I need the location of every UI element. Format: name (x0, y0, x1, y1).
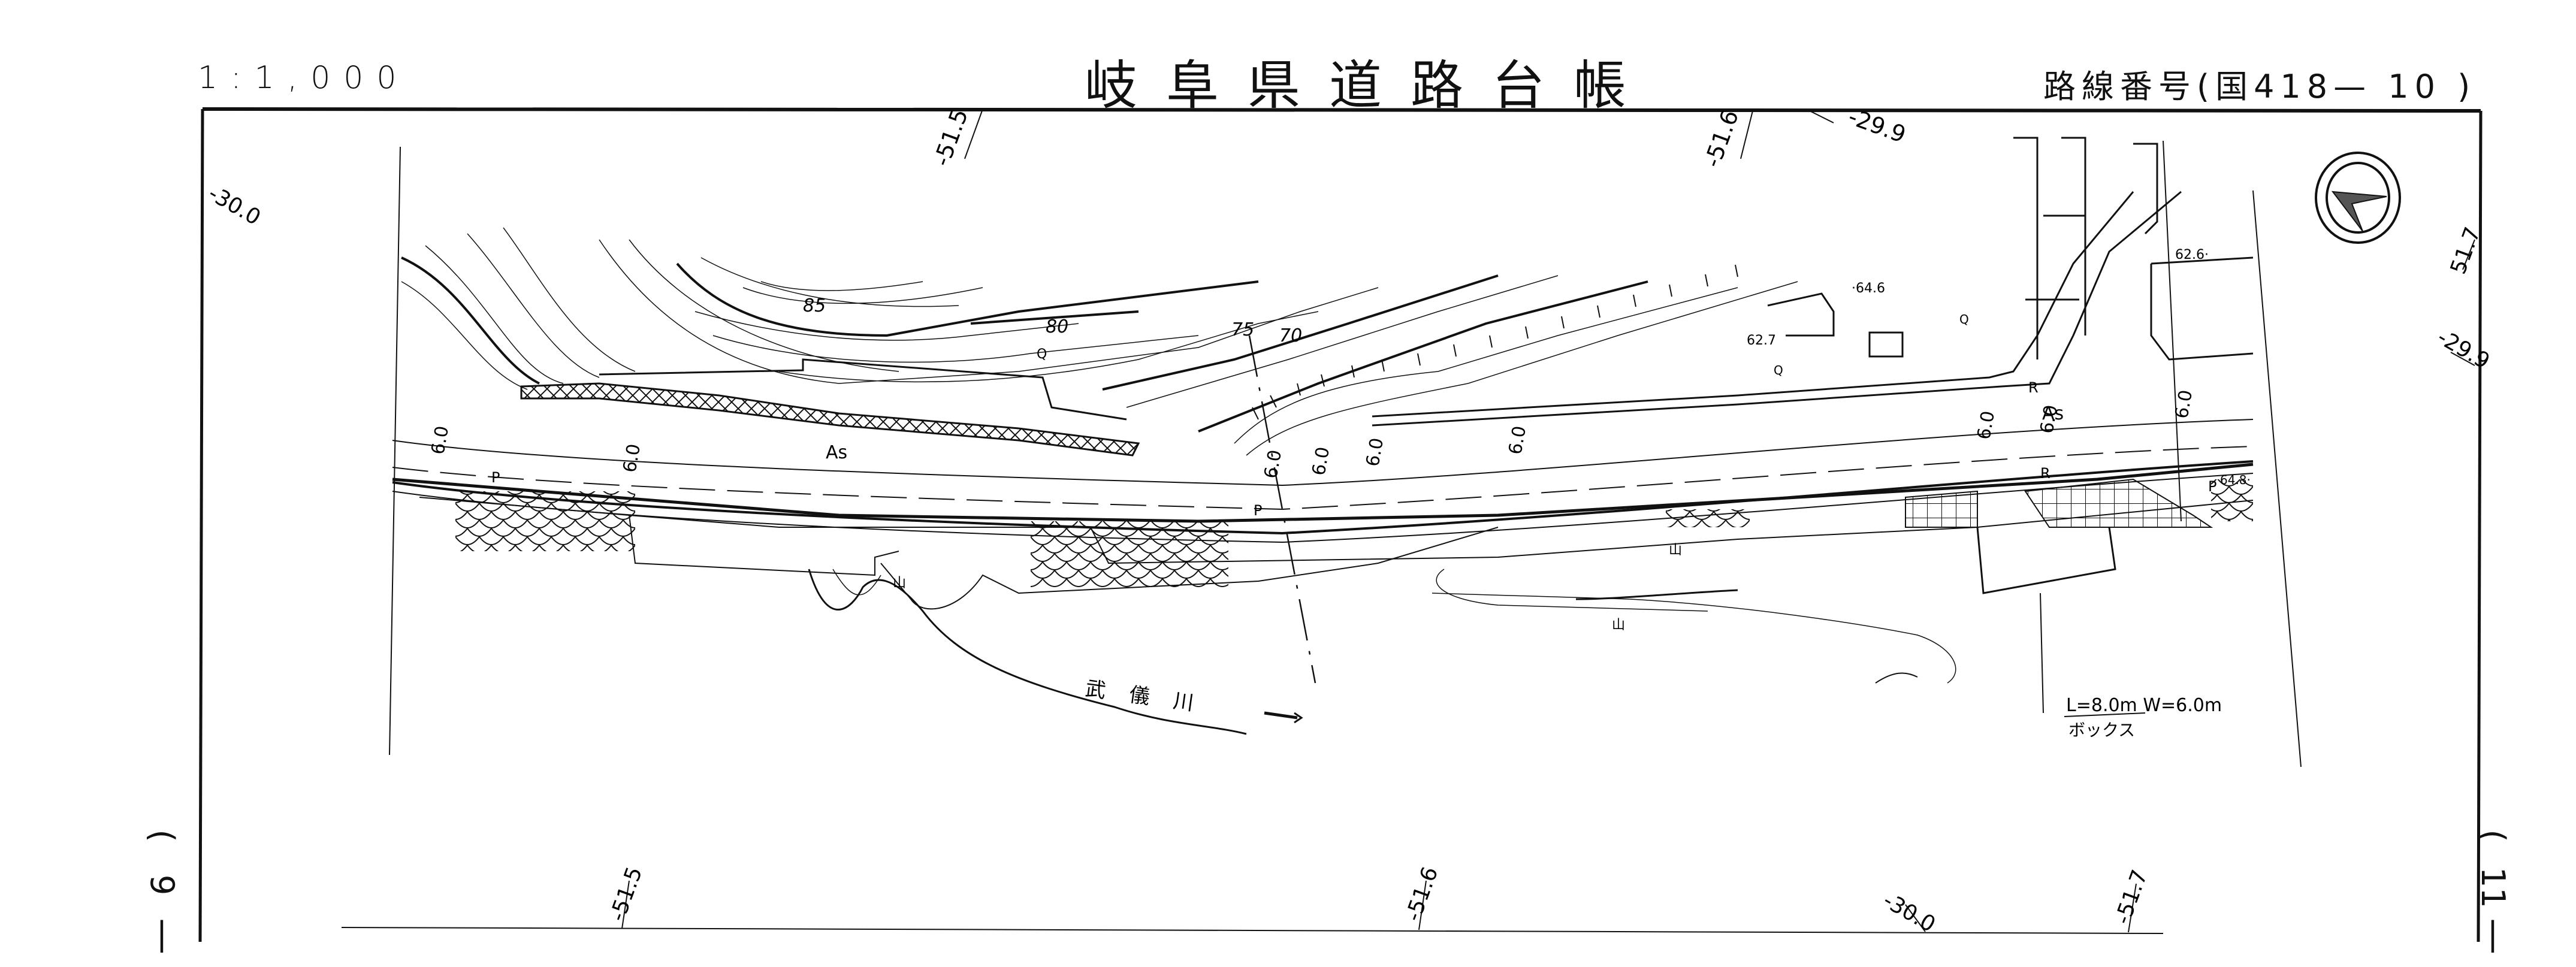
grid-label-top-left: -30.0 (204, 181, 265, 230)
width-label: 6.0 (1973, 409, 1999, 441)
north-arrow-icon (2315, 152, 2401, 244)
curve-label-r1: R (2028, 379, 2039, 396)
width-label: 6.0 (2036, 403, 2062, 435)
tree-symbol: Q (1959, 312, 1969, 327)
culvert-type: ボックス (2068, 720, 2135, 740)
pavement-label-p2: P (1254, 502, 1262, 519)
pavement-label-p1: P (491, 469, 500, 486)
river-banks (808, 569, 1956, 735)
tree-symbol: Q (1774, 363, 1783, 377)
elevation-62-7: 62.7 (1747, 333, 1776, 348)
revetment-right (1666, 509, 1750, 527)
width-label: 6.0 (619, 442, 645, 474)
river-name: 武儀川 (1084, 676, 1219, 719)
grid-label-bottom-3: -30.0 (1879, 888, 1940, 937)
width-label: 6.0 (1260, 448, 1286, 480)
contour-label-70: 70 (1279, 325, 1302, 346)
width-label: 6.0 (1308, 445, 1334, 477)
revetment-left (455, 491, 635, 551)
grid-label-top-2: -51.6 (1699, 107, 1744, 171)
mountain-symbol: 山 (1612, 618, 1625, 633)
plan-boundaries (389, 140, 2302, 767)
elevation-64-8: 64.8· (2220, 473, 2251, 487)
width-dimensions: 6.0 6.0 6.0 6.0 6.0 6.0 6.0 6.0 6.0 (427, 388, 2197, 480)
page-title: 岐阜県道路台帳 (1085, 55, 1656, 116)
grid-label-bottom-2: -51.6 (1401, 864, 1443, 925)
grid-label-bottom-4: -51.7 (2110, 867, 2152, 928)
width-label: 6.0 (1362, 436, 1388, 468)
surface-label-as-1: As (826, 442, 847, 463)
contour-label-85: 85 (803, 295, 826, 316)
grid-label-right-2: -29.9 (2433, 325, 2494, 374)
culvert-leader-line (2064, 712, 2146, 717)
width-label: 6.0 (427, 424, 453, 456)
surface-label-as-2: As (2042, 403, 2064, 424)
sheet-frame (198, 107, 2483, 942)
mountain-symbol: 山 (1669, 543, 1682, 558)
upper-walls (599, 137, 2254, 427)
curve-label-r2: R (2040, 465, 2050, 482)
grid-ticks (621, 108, 2475, 933)
pavement-label-p3: P (2208, 478, 2216, 495)
mountain-symbol: 山 (893, 576, 906, 591)
contour-label-75: 75 (1231, 319, 1254, 340)
width-label: 6.0 (1505, 424, 1530, 456)
lower-edges (392, 463, 2254, 610)
revetment-far-right (2211, 479, 2253, 521)
width-label: 6.0 (2171, 388, 2197, 420)
flow-direction-arrow (1264, 711, 1303, 724)
revetment-mid (1031, 521, 1228, 587)
contour-lines (401, 227, 1798, 456)
tree-symbol: Q (1037, 347, 1047, 362)
road-ledger-map: -30.0 -51.5 -51.6 -29.9 51.7 -29.9 -51.5… (198, 103, 2494, 942)
grid-label-top-1: -51.5 (928, 105, 973, 170)
slope-hatching (1252, 264, 1738, 420)
map-scale: 1:1,000 (198, 60, 410, 96)
elevation-64-6: ·64.6 (1852, 281, 1885, 296)
survey-centerline (1248, 335, 1316, 684)
culvert-dimensions: L=8.0m W=6.0m (2066, 695, 2222, 716)
route-number: 路線番号(国418— 10 ) (2043, 68, 2477, 105)
grid-label-bottom-1: -51.5 (605, 864, 647, 925)
elevation-62-6: 62.6· (2175, 247, 2209, 262)
contour-label-80: 80 (1046, 316, 1068, 337)
retaining-wall (520, 382, 1140, 457)
box-culvert (1905, 478, 2213, 714)
